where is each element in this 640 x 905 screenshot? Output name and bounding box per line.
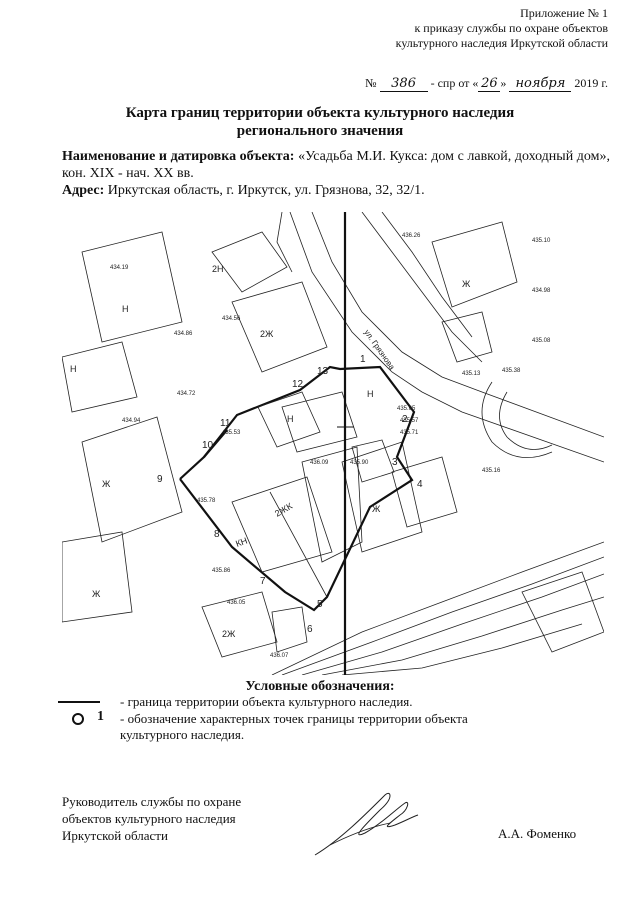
svg-text:434.98: 434.98 xyxy=(532,288,551,294)
signatory-title: Руководитель службы по охране объектов к… xyxy=(62,793,241,844)
svg-text:436.09: 436.09 xyxy=(310,460,329,466)
svg-text:6: 6 xyxy=(307,624,313,635)
svg-text:Ж: Ж xyxy=(372,504,381,514)
legend-point-text-1: - обозначение характерных точек границы … xyxy=(120,711,468,726)
date-prefix: - спр от « xyxy=(430,76,479,90)
svg-text:Н: Н xyxy=(287,414,294,424)
svg-text:436.05: 436.05 xyxy=(227,600,246,606)
appendix-line-2: к приказу службы по охране объектов xyxy=(414,21,608,35)
object-address: Адрес: Иркутская область, г. Иркутск, ул… xyxy=(62,182,610,199)
signatory-line-2: объектов культурного наследия xyxy=(62,811,236,826)
legend-boundary-symbol xyxy=(58,701,100,703)
address-label: Адрес: xyxy=(62,183,105,198)
order-number-line: № 386 - спр от «26» ноября 2019 г. xyxy=(365,76,608,92)
svg-text:435.57: 435.57 xyxy=(400,418,419,424)
territory-boundary xyxy=(179,365,416,612)
svg-text:434.72: 434.72 xyxy=(177,391,196,397)
svg-text:4: 4 xyxy=(417,479,423,490)
month-handwritten: ноября xyxy=(509,76,572,92)
svg-text:435.10: 435.10 xyxy=(532,238,551,244)
svg-text:435.90: 435.90 xyxy=(350,460,369,466)
svg-text:10: 10 xyxy=(202,440,214,451)
svg-text:436.26: 436.26 xyxy=(402,233,421,239)
handwritten-signature xyxy=(310,785,420,870)
object-name-value: «Усадьба М.И. Кукса: дом с лавкой, доход… xyxy=(62,149,610,181)
svg-text:2Ж: 2Ж xyxy=(222,629,236,639)
svg-text:435.16: 435.16 xyxy=(482,468,501,474)
svg-text:435.53: 435.53 xyxy=(222,430,241,436)
day-handwritten: 26 xyxy=(478,76,501,92)
year: 2019 г. xyxy=(574,76,608,90)
appendix-line-1: Приложение № 1 xyxy=(520,6,608,20)
svg-text:Ж: Ж xyxy=(462,279,471,289)
svg-text:3: 3 xyxy=(392,457,398,468)
signatory-line-1: Руководитель службы по охране xyxy=(62,794,242,809)
svg-text:Н: Н xyxy=(70,364,77,374)
document-title-line-2: регионального значения xyxy=(236,123,404,139)
svg-text:Н: Н xyxy=(367,389,374,399)
address-value: Иркутская область, г. Иркутск, ул. Грязн… xyxy=(107,183,425,198)
legend-point-text-2: культурного наследия. xyxy=(120,727,245,742)
svg-text:434.86: 434.86 xyxy=(174,331,193,337)
legend-point-number: 1 xyxy=(97,709,104,724)
svg-text:11: 11 xyxy=(220,418,231,429)
signatory-line-3: Иркутской области xyxy=(62,828,168,843)
svg-text:12: 12 xyxy=(292,379,304,390)
svg-text:435.78: 435.78 xyxy=(197,498,216,504)
legend-boundary-text: - граница территории объекта культурного… xyxy=(120,694,413,709)
svg-text:7: 7 xyxy=(260,576,266,587)
order-number-handwritten: 386 xyxy=(379,76,428,92)
signatory-name: А.А. Фоменко xyxy=(498,826,577,841)
svg-text:435.38: 435.38 xyxy=(502,368,521,374)
svg-text:Н: Н xyxy=(122,304,129,314)
svg-text:9: 9 xyxy=(157,474,163,485)
number-prefix: № xyxy=(365,76,377,90)
document-title-line-1: Карта границ территории объекта культурн… xyxy=(125,105,515,121)
svg-text:Ж: Ж xyxy=(102,479,111,489)
svg-text:435.65: 435.65 xyxy=(397,406,416,412)
svg-text:435.13: 435.13 xyxy=(462,371,481,377)
svg-text:2: 2 xyxy=(402,414,408,425)
legend-title: Условные обозначения: xyxy=(245,679,395,694)
svg-text:435.86: 435.86 xyxy=(212,568,231,574)
svg-text:Ж: Ж xyxy=(92,589,101,599)
svg-text:1: 1 xyxy=(360,354,366,365)
svg-text:434.56: 434.56 xyxy=(222,316,241,322)
svg-text:5: 5 xyxy=(317,599,323,610)
svg-text:2Н: 2Н xyxy=(212,264,224,274)
svg-text:2Ж: 2Ж xyxy=(260,329,274,339)
legend-point-circle-icon xyxy=(72,713,84,725)
svg-text:435.08: 435.08 xyxy=(532,338,551,344)
svg-text:КН: КН xyxy=(234,535,248,548)
svg-text:435.71: 435.71 xyxy=(400,430,419,436)
object-name: Наименование и датировка объекта: «Усадь… xyxy=(62,148,610,182)
svg-text:13: 13 xyxy=(317,366,329,377)
svg-text:436.07: 436.07 xyxy=(270,653,289,659)
svg-text:434.94: 434.94 xyxy=(122,418,141,424)
svg-text:8: 8 xyxy=(214,529,220,540)
appendix-line-3: культурного наследия Иркутской области xyxy=(395,36,608,50)
svg-text:434.19: 434.19 xyxy=(110,265,129,271)
object-name-label: Наименование и датировка объекта: xyxy=(62,149,295,164)
